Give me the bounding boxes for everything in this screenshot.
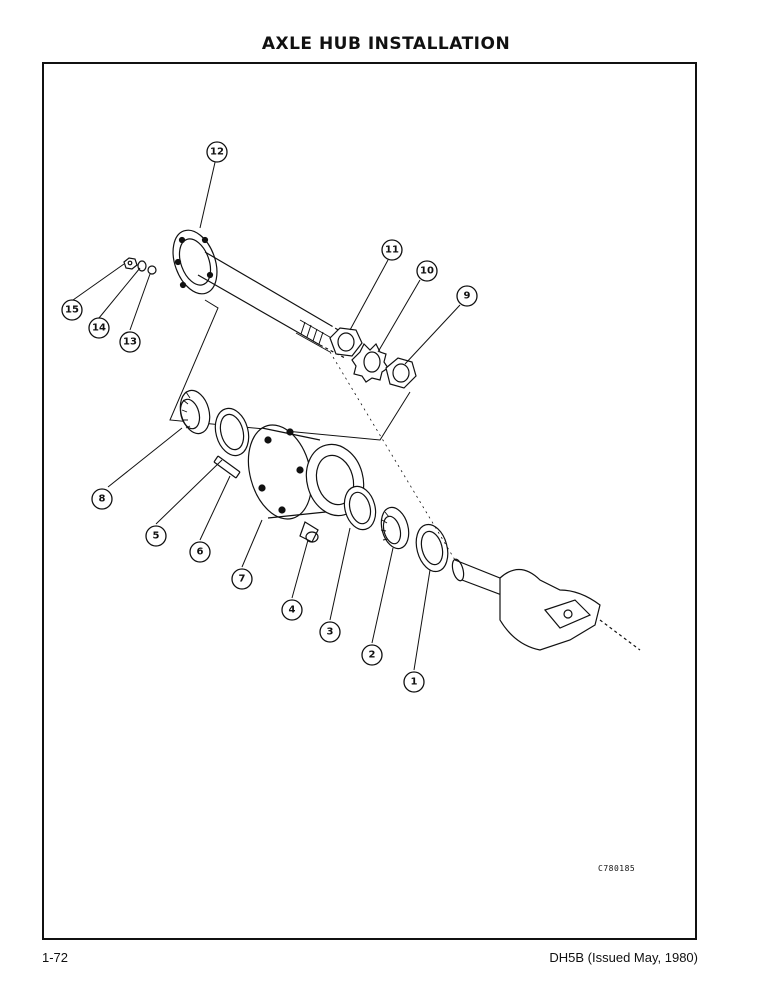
grease-seal-part xyxy=(415,523,449,573)
callout-9 xyxy=(456,285,478,307)
callout-label: 4 xyxy=(289,605,296,616)
hub-part xyxy=(247,424,365,520)
callout-1 xyxy=(403,671,425,693)
callout-15 xyxy=(61,299,83,321)
callout-14 xyxy=(88,317,110,339)
callout-label: 3 xyxy=(327,627,334,638)
callout-label: 7 xyxy=(239,574,246,585)
callout-label: 6 xyxy=(197,547,204,558)
callout-12 xyxy=(206,141,228,163)
flange-stud-part xyxy=(147,265,157,275)
callout-label: 8 xyxy=(99,494,106,505)
inner-bearing-cup-part xyxy=(343,485,377,531)
leader-lines xyxy=(72,157,461,671)
page-title: AXLE HUB INSTALLATION xyxy=(261,34,511,54)
callout-7 xyxy=(231,568,253,590)
wheel-stud-part xyxy=(213,455,241,479)
callout-label: 1 xyxy=(411,677,418,688)
exploded-view-diagram: 1 2 3 4 5 6 7 8 9 10 11 12 13 14 15 xyxy=(61,141,641,693)
callout-label: 14 xyxy=(92,323,106,334)
callout-label: 11 xyxy=(385,245,399,256)
callout-label: 12 xyxy=(210,147,224,158)
axle-shaft-part xyxy=(172,229,356,359)
callout-11 xyxy=(381,239,403,261)
callout-label: 13 xyxy=(123,337,137,348)
callout-3 xyxy=(319,621,341,643)
lock-washer-part xyxy=(351,342,389,383)
flange-nut-part xyxy=(123,257,138,270)
callout-label: 5 xyxy=(153,531,160,542)
spindle-part xyxy=(329,351,641,651)
callout-label: 9 xyxy=(464,291,471,302)
inner-bearing-cone-part xyxy=(380,506,410,550)
document-reference: DH5B (Issued May, 1980) xyxy=(549,950,698,965)
callout-5 xyxy=(145,525,167,547)
outer-bearing-cone-part xyxy=(179,389,211,435)
grease-fitting-part xyxy=(299,521,319,543)
inner-nut-part xyxy=(385,357,417,389)
callout-label: 2 xyxy=(369,650,376,661)
callout-10 xyxy=(416,260,438,282)
drawing-code: C780185 xyxy=(598,864,636,873)
page-number: 1-72 xyxy=(42,950,69,965)
callout-8 xyxy=(91,488,113,510)
callout-2 xyxy=(361,644,383,666)
diagram-frame xyxy=(42,62,697,940)
outer-bearing-cup-part xyxy=(214,407,250,457)
outer-nut-part xyxy=(329,327,363,357)
callout-label: 15 xyxy=(65,305,79,316)
callout-13 xyxy=(119,331,141,353)
callout-label: 10 xyxy=(420,266,434,277)
callout-6 xyxy=(189,541,211,563)
callout-4 xyxy=(281,599,303,621)
